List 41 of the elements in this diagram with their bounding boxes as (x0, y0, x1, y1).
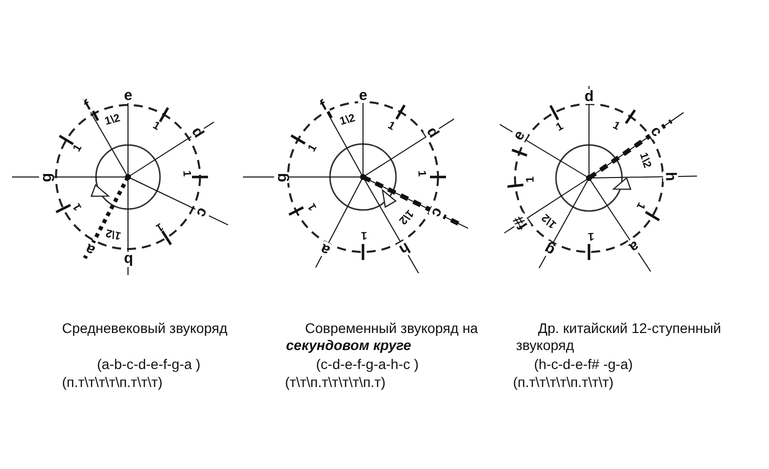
interval-label: 1 (611, 120, 622, 134)
interval-sequence: (п.т\т\т\т\п.т\т\т) (513, 374, 614, 391)
interval-label: 1 (72, 201, 85, 212)
interval-label: 1\2 (339, 114, 357, 128)
caption-text: Др. китайский 12-ступенный звукоряд (516, 320, 722, 354)
interval-label: 1 (415, 170, 427, 178)
interval-label: 1 (153, 220, 164, 232)
note-letter: a (82, 240, 98, 258)
interval-label: 1 (150, 120, 162, 133)
caption-text: Современный звукоряд на секундовом круге (286, 320, 479, 354)
interval-label: 1 (307, 201, 320, 212)
interval-label: 1\2 (396, 207, 415, 226)
note-letter: g (274, 171, 289, 183)
interval-label: 1 (306, 142, 320, 154)
interval-label: 1\2 (105, 226, 123, 240)
interval-label: 1 (588, 230, 594, 242)
interval-label: 1\2 (540, 211, 559, 230)
interval-label: 1 (180, 170, 192, 178)
note-letter: c (647, 122, 666, 140)
interval-label: 1 (386, 120, 397, 133)
interval-label: 1 (634, 200, 647, 210)
note-letter: b (122, 252, 134, 266)
interval-sequence: (п.т\т\т\т\п.т\т\т) (62, 374, 162, 391)
note-letter: f (80, 98, 94, 114)
note-sequence: (c-d-e-f-g-a-h-c ) (316, 356, 419, 373)
interval-label: 1\2 (104, 114, 122, 128)
interval-label: 1 (360, 229, 368, 241)
note-letter: f (316, 97, 330, 114)
interval-label: 1\2 (636, 151, 652, 170)
note-letter: g (38, 171, 54, 183)
note-sequence: (h-c-d-e-f# -g-a) (534, 356, 633, 373)
note-sequence: (a-b-c-d-e-f-g-a ) (97, 356, 200, 373)
note-letter: c (428, 205, 446, 221)
interval-label: 1 (72, 142, 84, 154)
note-letter: d (584, 88, 595, 104)
interval-sequence: (т\т\п.т\т\т\т\п.т) (285, 374, 386, 391)
interval-label: 1 (526, 176, 537, 182)
caption-text: Средневековый звукоряд (62, 320, 228, 337)
note-letter: h (663, 170, 679, 182)
interval-label: 1 (554, 121, 566, 134)
note-letter: h (396, 238, 413, 258)
